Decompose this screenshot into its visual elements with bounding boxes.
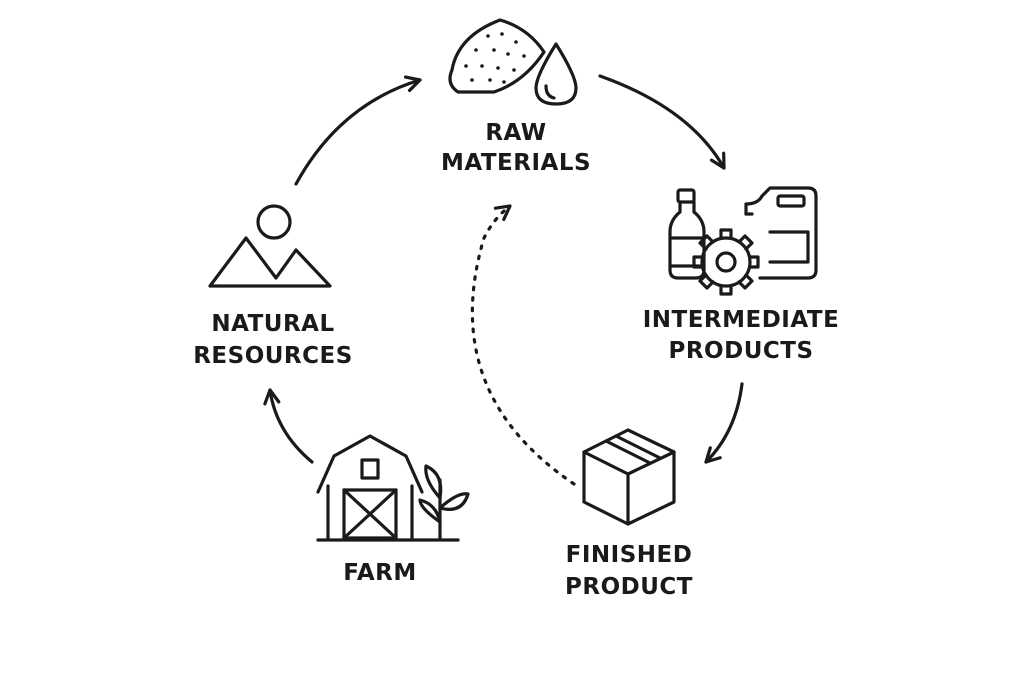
edge-farm-to-natural-resources [263,388,314,464]
bottle-gear-canister-icon [668,186,818,296]
edge-finished-product-to-raw-materials [470,204,576,486]
box-icon [582,428,676,526]
mountains-sun-icon [208,204,332,288]
node-label-raw-materials-line-1: RAW [485,120,546,146]
node-label-natural-resources-line-1: NATURAL [211,311,334,337]
edge-intermediate-products-to-finished-product [704,382,744,464]
node-label-finished-product-line-2: PRODUCT [565,574,693,600]
node-label-intermediate-products-line-1: INTERMEDIATE [643,307,840,333]
node-label-natural-resources-line-2: RESOURCES [193,343,353,369]
barn-and-plant-icon [316,434,470,542]
edge-raw-materials-to-intermediate-products [598,74,726,170]
sand-and-water-drop-icon [448,18,578,106]
edge-natural-resources-to-raw-materials [294,75,422,186]
node-label-intermediate-products-line-2: PRODUCTS [668,338,813,364]
node-label-finished-product-line-1: FINISHED [566,542,693,568]
node-label-raw-materials-line-2: MATERIALS [441,150,591,176]
node-label-farm: FARM [343,560,416,586]
